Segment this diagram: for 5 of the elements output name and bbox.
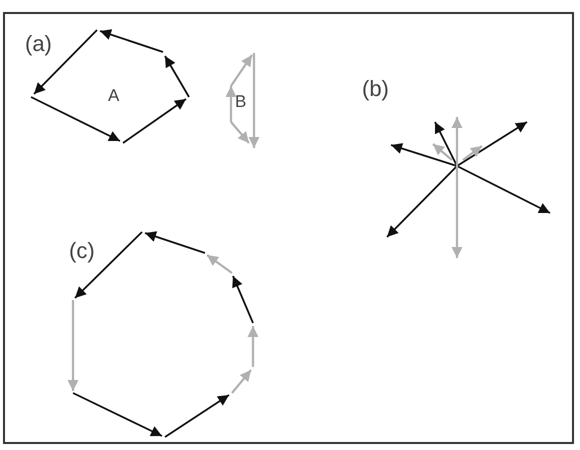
panel-label: (c) (69, 240, 95, 262)
polygon-label: B (235, 93, 246, 110)
panel-label: (a) (25, 33, 52, 55)
panel-label: (b) (362, 78, 389, 100)
polygon-label: A (108, 87, 120, 104)
